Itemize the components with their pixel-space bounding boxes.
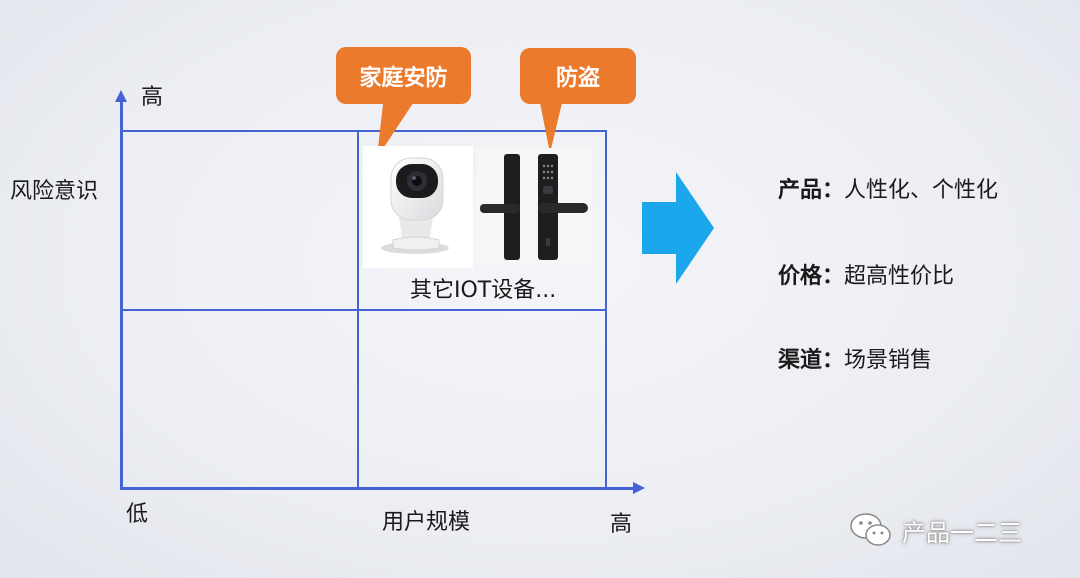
watermark-text: 产品一二三: [902, 518, 1022, 547]
callout-anti-theft-tail: [540, 103, 562, 153]
strategy-channel: 渠道：场景销售: [778, 342, 932, 374]
strategy-price-sep: ：: [822, 264, 845, 289]
y-axis-arrow: [115, 90, 127, 102]
grid-right-border: [605, 130, 607, 488]
callout-home-security: 家庭安防: [336, 47, 471, 104]
grid-vertical-divider: [357, 130, 359, 488]
strategy-price-value: 超高性价比: [844, 264, 955, 289]
x-axis-label: 用户规模: [382, 510, 471, 535]
grid-horizontal-divider: [121, 309, 607, 311]
x-axis-high-label: 高: [610, 512, 633, 537]
smart-lock-image: [476, 148, 592, 265]
y-axis-high-label: 高: [141, 85, 164, 110]
right-arrow-icon: [642, 172, 714, 284]
security-camera-image: [363, 146, 473, 268]
strategy-product-value: 人性化、个性化: [844, 178, 999, 203]
strategy-product-sep: ：: [822, 178, 845, 203]
strategy-price: 价格：超高性价比: [778, 258, 954, 290]
strategy-product-key: 产品: [778, 178, 823, 203]
quadrant-caption: 其它IOT设备...: [410, 278, 557, 303]
y-axis-line: [120, 100, 123, 490]
strategy-channel-sep: ：: [822, 348, 845, 373]
x-axis-low-label: 低: [126, 502, 149, 527]
strategy-product: 产品：人性化、个性化: [778, 172, 998, 204]
wechat-icon: [850, 513, 891, 546]
y-axis-label: 风险意识: [10, 179, 99, 204]
callout-anti-theft: 防盗: [520, 48, 636, 104]
strategy-price-key: 价格: [778, 264, 823, 289]
watermark: 产品一二三: [848, 510, 1022, 550]
x-axis-line: [120, 487, 635, 490]
grid-top-border: [121, 130, 607, 132]
strategy-channel-value: 场景销售: [844, 348, 933, 373]
smart-lock-icon: [480, 154, 588, 260]
strategy-channel-key: 渠道: [778, 348, 823, 373]
x-axis-arrow: [633, 482, 645, 494]
security-camera-icon: [381, 157, 449, 254]
